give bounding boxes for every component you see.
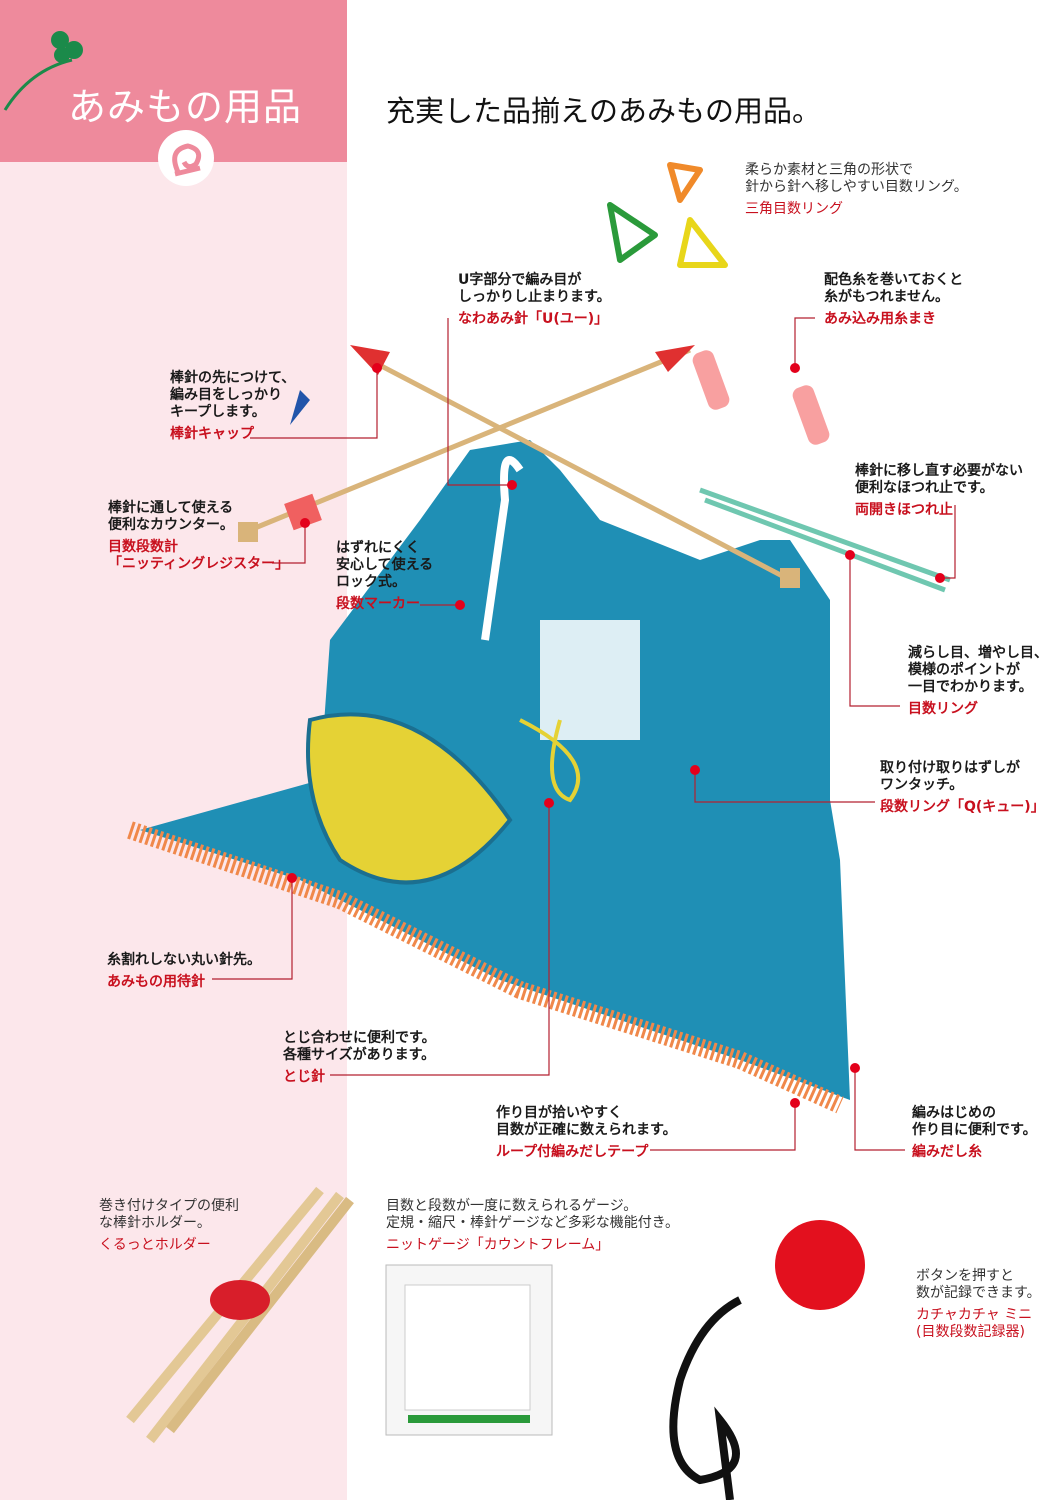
callout-cable-needle: U字部分で編み目が しっかりし止まります。なわあみ針「U(ユー)」 <box>458 272 611 327</box>
knit-gauge-image <box>385 1264 553 1436</box>
stitch-holder-image <box>699 487 951 593</box>
callout-dots <box>287 363 945 1108</box>
bobbin-image <box>692 350 830 445</box>
category-title: あみもの用品 <box>68 85 303 129</box>
callout-row-marker: はずれにくく 安心して使える ロック式。段数マーカー <box>336 540 434 612</box>
triangle-rings-image <box>607 162 728 268</box>
callout-needle-cap: 棒針の先につけて、 編み目をしっかり キープします。棒針キャップ <box>170 370 296 442</box>
callout-clicker: ボタンを押すと 数が記録できます。カチャカチャ ミニ (目数段数記録器) <box>916 1268 1041 1340</box>
needle-holder-image <box>126 1186 354 1444</box>
callout-stitch-holder: 棒針に移し直す必要がない 便利なほつれ止です。両開きほつれ止 <box>855 463 1023 518</box>
callout-pins: 糸割れしない丸い針先。あみもの用待針 <box>107 952 261 990</box>
callout-stitch-ring: 減らし目、増やし目、 模様のポイントが 一目でわかります。目数リング <box>908 645 1048 717</box>
clover-logo-icon <box>3 31 83 111</box>
clicker-counter-image <box>669 1220 865 1500</box>
callout-cast-on-yarn: 編みはじめの 作り目に便利です。編みだし糸 <box>912 1105 1037 1160</box>
callout-row-counter: 棒針に通して使える 便利なカウンター。目数段数計 「ニッティングレジスター」 <box>108 500 290 572</box>
callout-tapestry-needle: とじ合わせに便利です。 各種サイズがあります。とじ針 <box>283 1030 436 1085</box>
callout-gauge: 目数と段数が一度に数えられるゲージ。 定規・縮尺・棒針ゲージなど多彩な機能付き。… <box>386 1198 680 1253</box>
callout-bobbin: 配色糸を巻いておくと 糸がもつれません。あみ込み用糸まき <box>824 272 964 327</box>
yarn-swirl-icon <box>158 130 214 186</box>
callout-q-ring: 取り付け取りはずしが ワンタッチ。段数リング「Q(キュー)」 <box>880 760 1045 815</box>
callout-loop-tape: 作り目が拾いやすく 目数が正確に数えられます。ループ付編みだしテープ <box>496 1105 677 1160</box>
page-headline: 充実した品揃えのあみもの用品。 <box>386 94 822 128</box>
callout-holder: 巻き付けタイプの便利 な棒針ホルダー。くるっとホルダー <box>99 1198 239 1253</box>
callout-triangle-ring: 柔らか素材と三角の形状で 針から針へ移しやすい目数リング。三角目数リング <box>745 162 968 217</box>
needle-cap-image <box>290 390 310 425</box>
knitted-vest-image <box>127 440 850 1114</box>
leader-lines <box>212 317 956 1151</box>
